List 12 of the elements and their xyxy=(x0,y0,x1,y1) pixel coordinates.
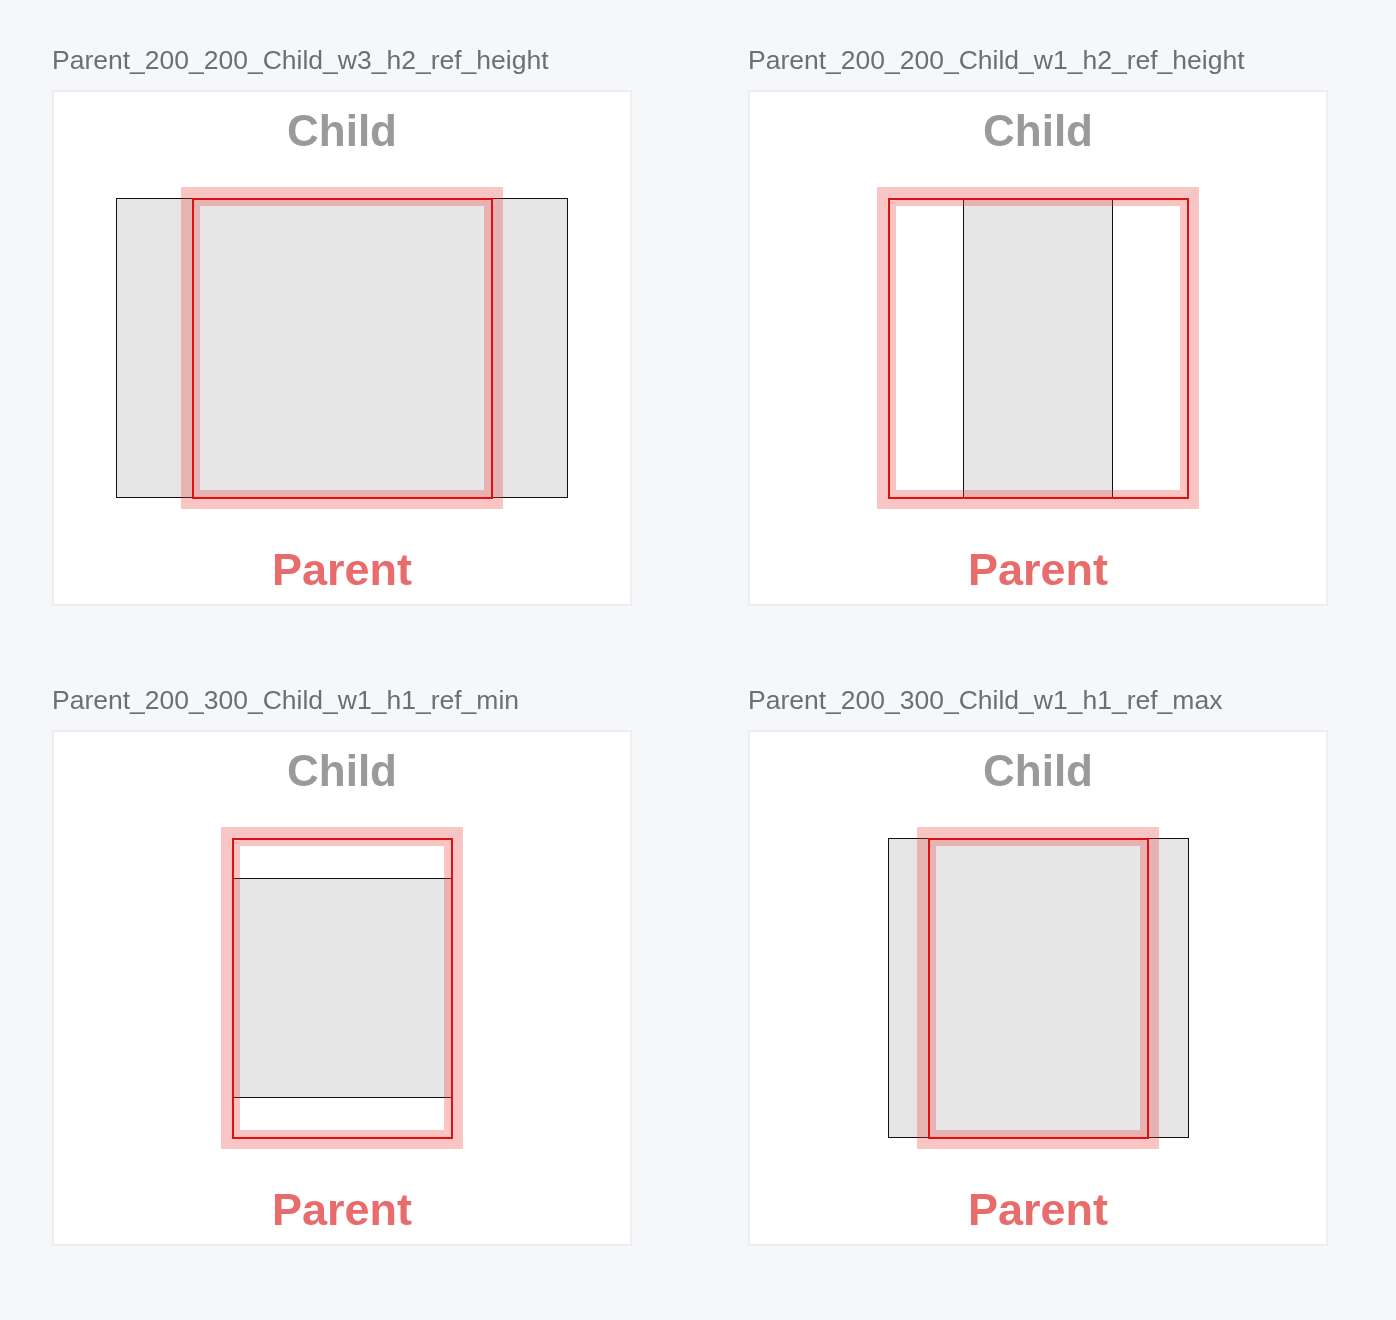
child-label: Child xyxy=(287,105,397,157)
parent-label: Parent xyxy=(271,1183,413,1237)
panel-heading: Parent_200_300_Child_w1_h1_ref_max xyxy=(748,685,1223,715)
panel-heading: Parent_200_200_Child_w1_h2_ref_height xyxy=(748,45,1245,75)
child-label: Child xyxy=(983,105,1093,157)
panel-heading: Parent_200_200_Child_w3_h2_ref_height xyxy=(52,45,549,75)
panel-heading: Parent_200_300_Child_w1_h1_ref_min xyxy=(52,685,520,715)
parent-label: Parent xyxy=(967,543,1109,597)
child-label: Child xyxy=(287,745,397,797)
parent-label: Parent xyxy=(967,1183,1109,1237)
child-label: Child xyxy=(983,745,1093,797)
parent-label: Parent xyxy=(271,543,413,597)
